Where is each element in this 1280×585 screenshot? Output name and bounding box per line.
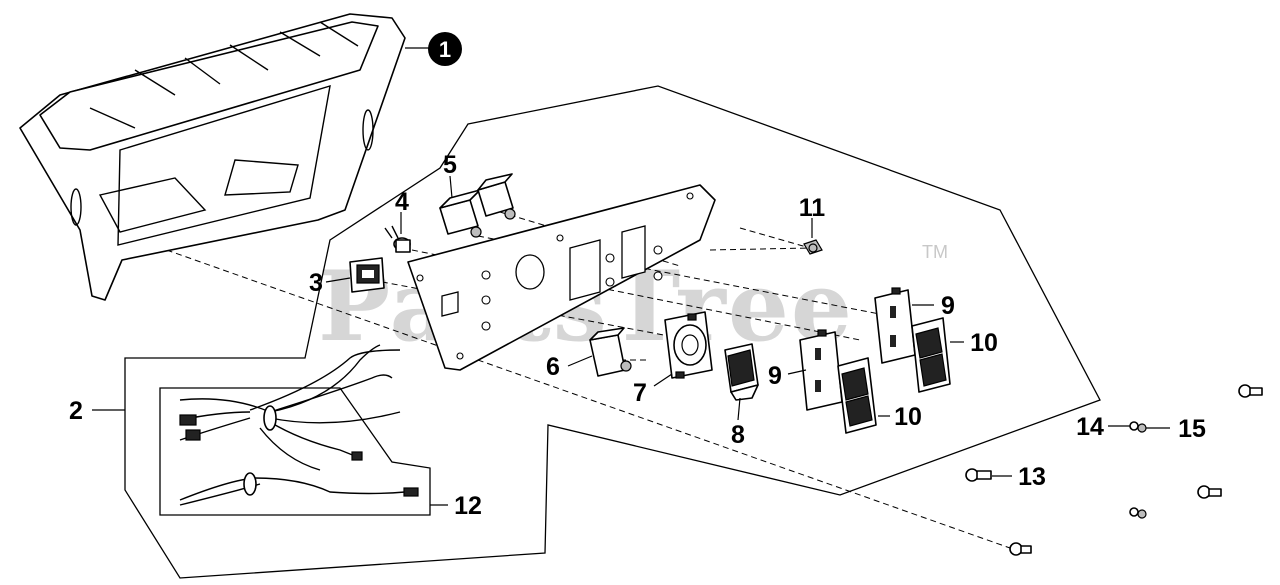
callout-4: 4: [395, 188, 409, 216]
bolt-13: [965, 468, 992, 482]
callout-13: 13: [1018, 463, 1046, 491]
receptacle-cover-8: [724, 343, 759, 401]
breaker-6: [589, 327, 632, 377]
duplex-receptacle-9a: [799, 329, 843, 411]
rocker-switch: [349, 257, 385, 293]
callout-14: 14: [1076, 413, 1104, 441]
callout-6: 6: [546, 353, 560, 381]
item-1-badge: 1: [405, 32, 462, 66]
item-1-label: 1: [439, 37, 451, 62]
callout-3: 3: [309, 269, 323, 297]
callout-11: 11: [799, 194, 826, 222]
callout-8: 8: [731, 421, 745, 449]
ground-nut: [803, 239, 823, 255]
duplex-receptacle-9b: [874, 287, 916, 364]
callout-10a: 10: [894, 403, 922, 431]
callout-7: 7: [633, 379, 647, 407]
trademark-mark: TM: [922, 242, 948, 262]
circuit-breakers: [439, 173, 516, 238]
leader-lines: [92, 175, 1170, 506]
wiring-harness: [179, 344, 419, 506]
callout-12: 12: [454, 492, 482, 520]
twist-lock-receptacle: [664, 311, 713, 379]
bolt-loose-right-top: [1238, 384, 1263, 398]
washer-loose-bottom: [1129, 507, 1147, 519]
harness-inset-box: [159, 387, 431, 516]
nut-15: [1137, 423, 1147, 433]
duplex-cover-10b: [911, 317, 951, 393]
callout-2: 2: [69, 397, 83, 425]
callout-9b: 9: [941, 292, 955, 320]
assembly-boundary: [124, 85, 1101, 579]
frame-handle: [19, 13, 406, 301]
bolt-loose-right-mid: [1197, 485, 1222, 499]
callout-10b: 10: [970, 329, 998, 357]
callout-9a: 9: [768, 362, 782, 390]
callout-5: 5: [443, 151, 457, 179]
pilot-lamp: [384, 225, 411, 253]
control-panel-plate: [407, 184, 716, 371]
bolt-loose-bottom: [1009, 542, 1032, 556]
callout-15: 15: [1178, 415, 1206, 443]
duplex-cover-10a: [837, 357, 877, 434]
washer-14: [1129, 421, 1139, 431]
